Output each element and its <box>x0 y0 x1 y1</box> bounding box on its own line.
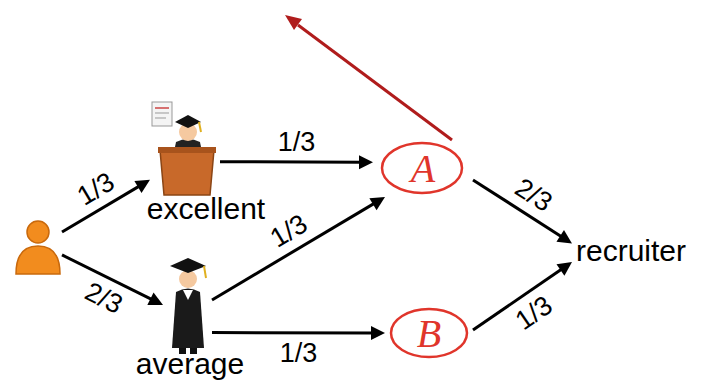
graduate-node: excellent <box>150 100 220 195</box>
mortarboard <box>175 115 201 128</box>
certificate-line <box>155 107 169 109</box>
arrowhead <box>147 293 163 306</box>
grade-circle <box>391 309 467 357</box>
node-text: recruiter <box>576 234 686 268</box>
podium-top <box>158 147 216 153</box>
arrowhead <box>556 230 572 243</box>
connector <box>220 160 362 163</box>
graduate-node: average <box>163 253 212 355</box>
edge-label: 1/3 <box>280 338 318 368</box>
edge-label: 1/3 <box>264 209 312 254</box>
red-arrow-head <box>285 15 302 30</box>
arrowhead <box>371 326 385 340</box>
collar <box>183 290 193 300</box>
arrowhead <box>134 180 150 193</box>
edge-label: 1/3 <box>510 290 558 336</box>
node-caption: excellent <box>147 192 265 226</box>
grade-node: A <box>373 140 473 197</box>
excellent-graduate-icon <box>152 102 216 195</box>
person-icon <box>16 221 60 274</box>
grade-node: B <box>385 305 473 362</box>
person-body <box>16 246 60 274</box>
grade-letter: B <box>417 312 441 356</box>
node-caption: average <box>136 347 244 381</box>
arrowhead <box>556 262 572 276</box>
podium <box>160 150 214 195</box>
grade-letter: A <box>411 147 435 191</box>
edge-label: 2/3 <box>509 172 557 218</box>
certificate-line <box>155 118 166 119</box>
certificate <box>152 102 172 126</box>
person-head <box>27 221 49 243</box>
edge-label: 1/3 <box>72 166 120 211</box>
person-node <box>14 218 62 274</box>
grade-circle <box>382 143 462 193</box>
red-arrow <box>285 15 452 140</box>
red-arrow-shaft <box>298 25 452 140</box>
average-graduate-icon <box>170 258 206 354</box>
edge-label: 1/3 <box>278 127 316 157</box>
edge-label: 2/3 <box>80 276 127 320</box>
arrowhead <box>369 197 385 210</box>
tassel <box>199 122 201 132</box>
gown <box>172 289 204 349</box>
arrowhead <box>359 155 373 169</box>
mortarboard <box>170 258 206 273</box>
connector <box>212 331 374 334</box>
tassel <box>204 266 206 278</box>
certificate-line <box>155 113 169 114</box>
recruiter-node: recruiter <box>572 232 690 270</box>
